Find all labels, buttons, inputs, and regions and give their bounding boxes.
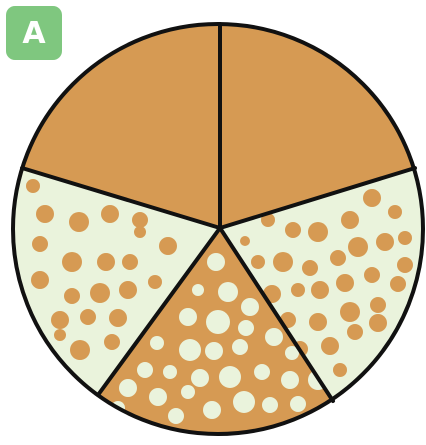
spot bbox=[62, 252, 82, 272]
spot bbox=[122, 254, 138, 270]
spot bbox=[341, 211, 359, 229]
spot bbox=[311, 281, 329, 299]
spot bbox=[205, 342, 223, 360]
spot bbox=[398, 231, 412, 245]
spot bbox=[64, 288, 80, 304]
spot bbox=[251, 255, 265, 269]
spot bbox=[265, 328, 283, 346]
spot bbox=[101, 205, 119, 223]
spot bbox=[97, 253, 115, 271]
spot bbox=[206, 310, 230, 334]
spot bbox=[302, 260, 318, 276]
spot bbox=[364, 267, 380, 283]
spot bbox=[397, 257, 413, 273]
spot bbox=[285, 222, 301, 238]
spot bbox=[32, 236, 48, 252]
spot bbox=[369, 314, 387, 332]
spot bbox=[134, 226, 146, 238]
spot bbox=[181, 385, 195, 399]
spot bbox=[119, 281, 137, 299]
spot bbox=[149, 388, 167, 406]
spot bbox=[233, 391, 255, 413]
spot bbox=[336, 274, 354, 292]
spot bbox=[192, 284, 204, 296]
spot bbox=[388, 205, 402, 219]
spot bbox=[69, 212, 89, 232]
spot bbox=[273, 252, 293, 272]
spot bbox=[241, 298, 259, 316]
spot bbox=[390, 276, 406, 292]
spot bbox=[308, 222, 328, 242]
spot bbox=[159, 237, 177, 255]
spot bbox=[207, 253, 225, 271]
spot bbox=[148, 275, 162, 289]
spot bbox=[191, 369, 209, 387]
spot bbox=[254, 364, 270, 380]
spot bbox=[132, 212, 148, 228]
spot bbox=[168, 408, 184, 424]
spot bbox=[238, 320, 254, 336]
spot bbox=[347, 324, 363, 340]
spot bbox=[232, 339, 248, 355]
spot bbox=[51, 311, 69, 329]
spot bbox=[281, 371, 299, 389]
spot bbox=[70, 340, 90, 360]
spot bbox=[54, 329, 66, 341]
spot bbox=[104, 334, 120, 350]
spot bbox=[80, 309, 96, 325]
spot bbox=[179, 339, 201, 361]
spot bbox=[321, 337, 339, 355]
spot bbox=[240, 236, 250, 246]
spot bbox=[370, 297, 386, 313]
spot bbox=[90, 283, 110, 303]
spot bbox=[333, 363, 347, 377]
spot bbox=[262, 397, 278, 413]
spot bbox=[109, 309, 127, 327]
spot bbox=[137, 362, 153, 378]
spot bbox=[376, 233, 394, 251]
spot bbox=[26, 179, 40, 193]
spot bbox=[163, 365, 177, 379]
spot bbox=[36, 205, 54, 223]
spot bbox=[340, 302, 360, 322]
spot bbox=[203, 401, 221, 419]
spot bbox=[291, 283, 305, 297]
spot bbox=[309, 313, 327, 331]
spot bbox=[119, 379, 137, 397]
spot bbox=[219, 366, 241, 388]
spot bbox=[290, 396, 306, 412]
spot bbox=[330, 250, 346, 266]
spot bbox=[31, 271, 49, 289]
spot bbox=[150, 336, 164, 350]
spot bbox=[179, 308, 197, 326]
spot bbox=[348, 237, 368, 257]
panel-label-badge: A bbox=[6, 6, 62, 60]
spot bbox=[363, 189, 381, 207]
spot bbox=[218, 282, 238, 302]
